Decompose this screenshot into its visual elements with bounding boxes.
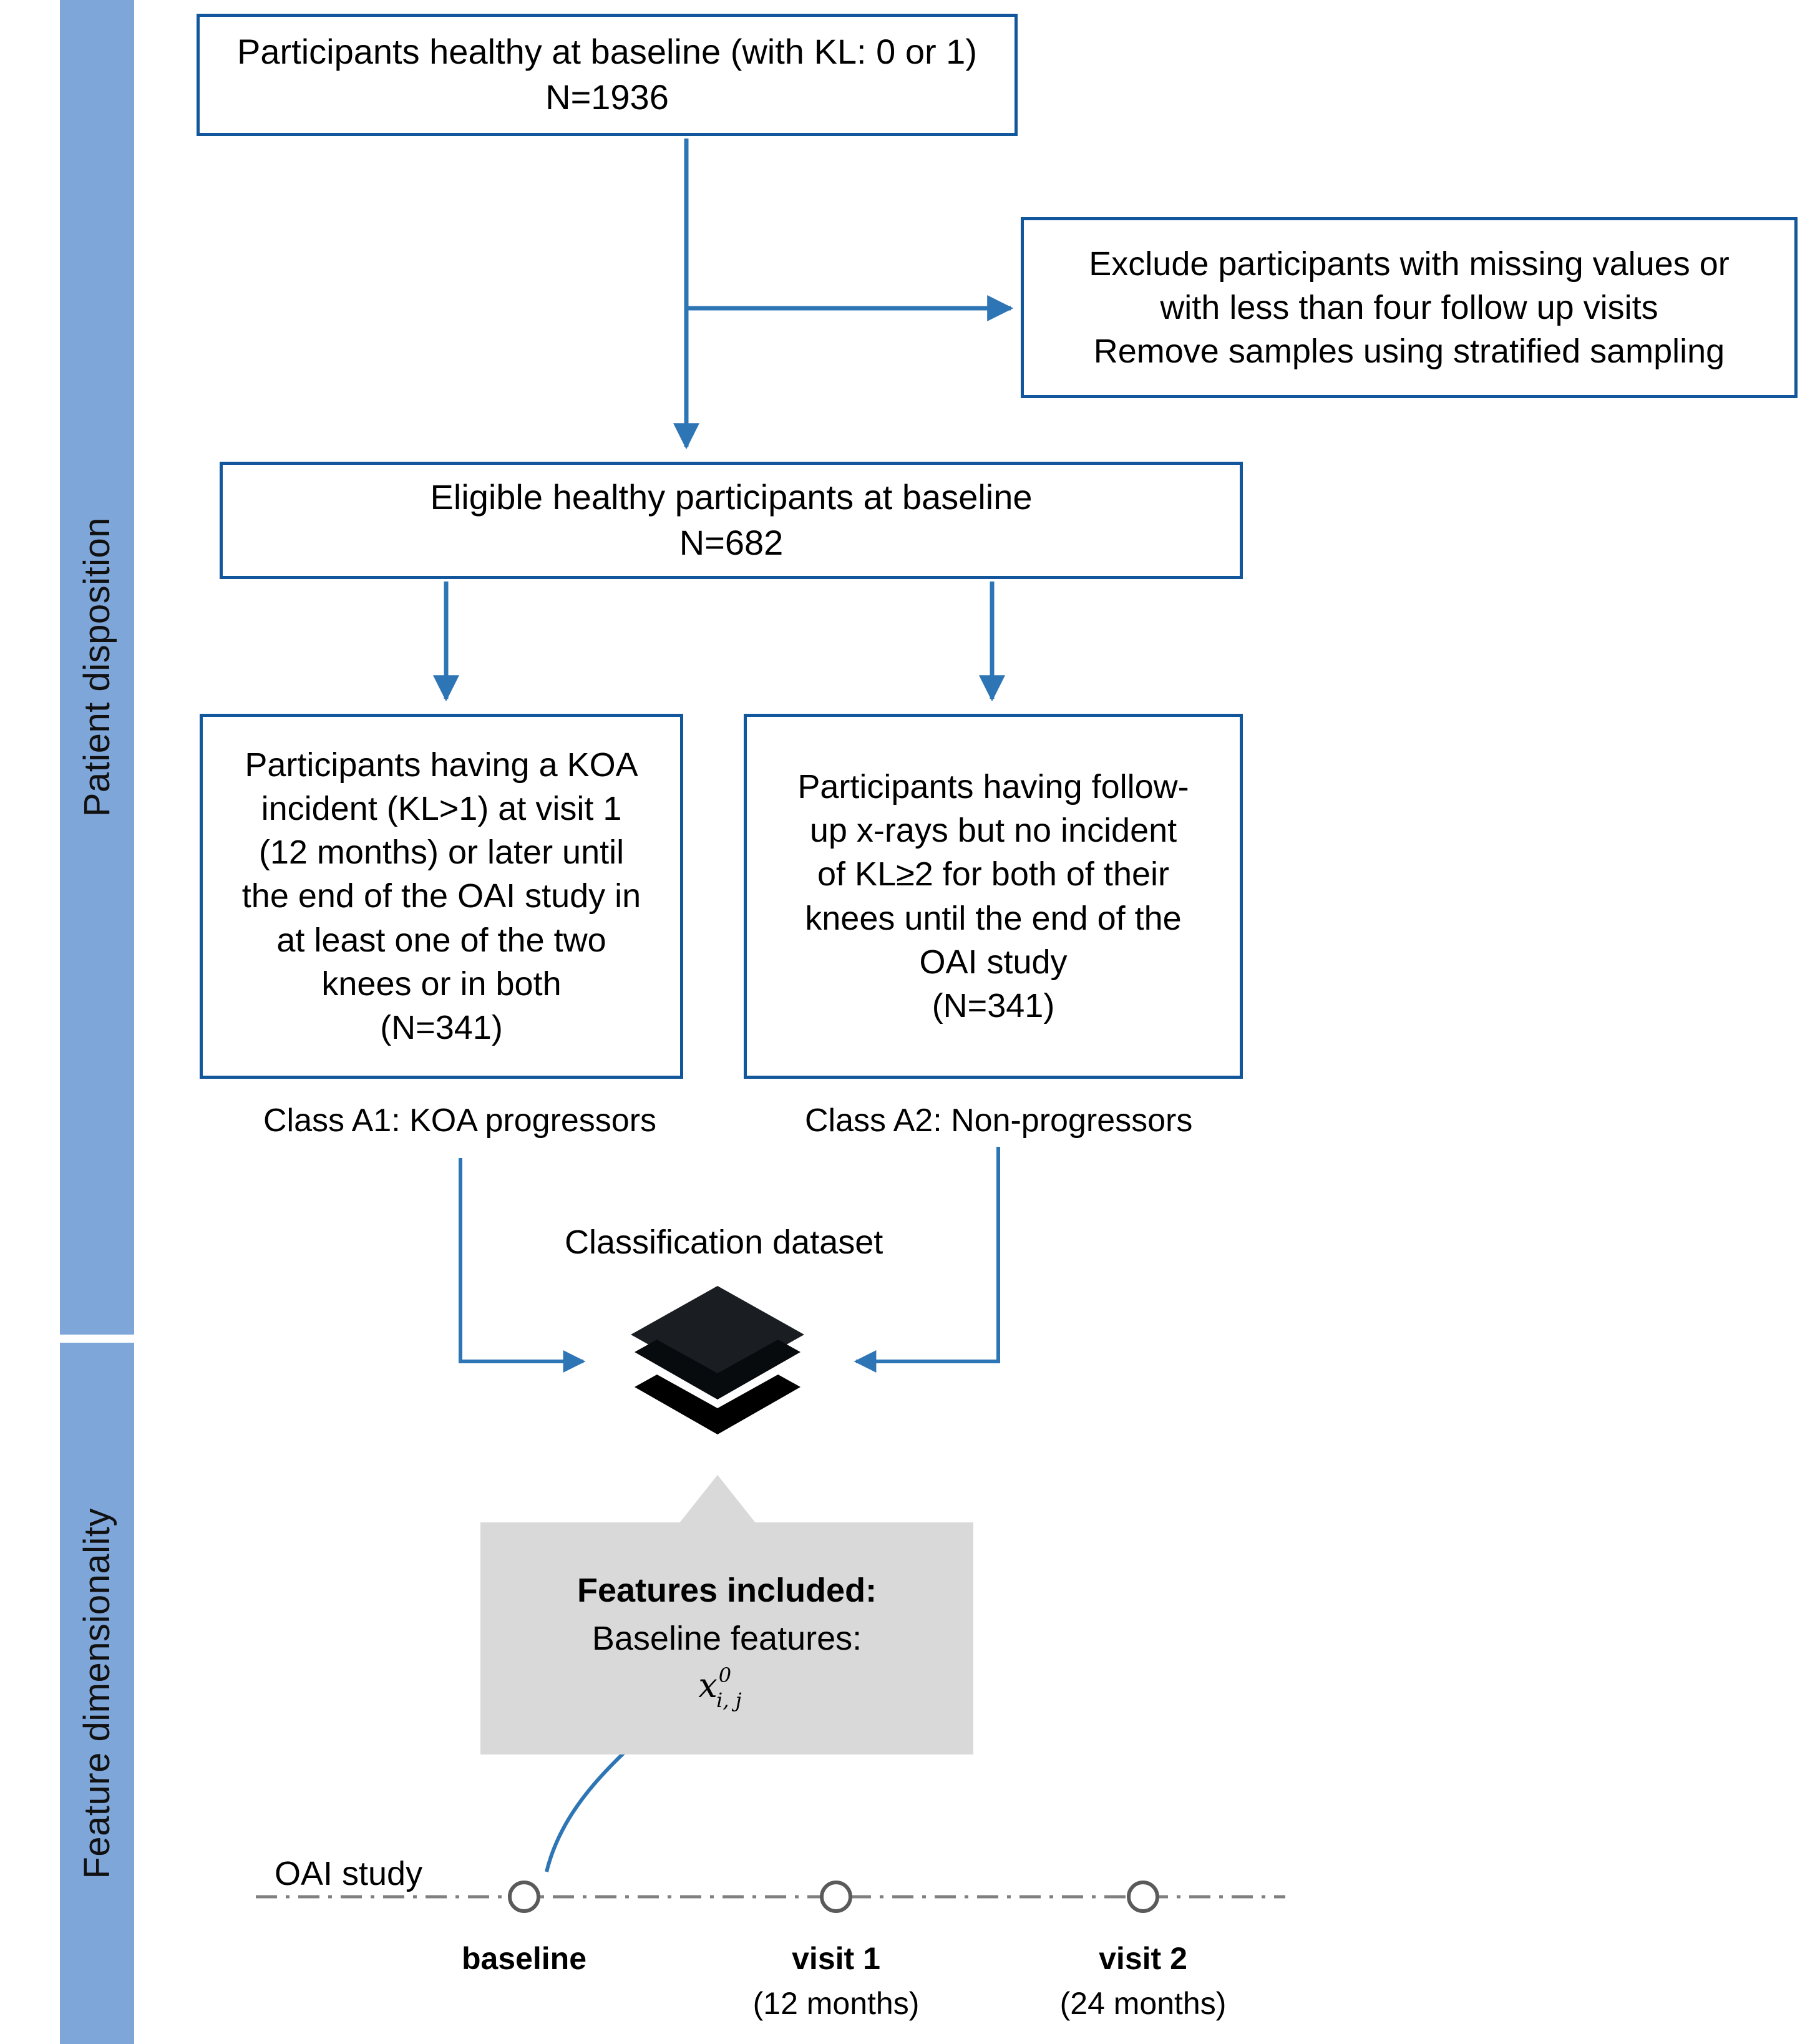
box-exclude-line-2: with less than four follow up visits bbox=[1160, 288, 1658, 326]
box-eligible-line-2: N=682 bbox=[679, 523, 784, 562]
section-bar-feature-dimensionality-label: Feature dimensionality bbox=[77, 1507, 117, 1879]
timeline-point-visit-1 bbox=[820, 1881, 852, 1913]
box-class-a1-koa-progressors: Participants having a KOA incident (KL>1… bbox=[200, 714, 683, 1079]
box-class-a2-line-3: of KL≥2 for both of their bbox=[817, 855, 1169, 893]
box-class-a1-line-5: at least one of the two bbox=[276, 921, 606, 959]
caption-class-a2: Class A2: Non-progressors bbox=[805, 1102, 1193, 1139]
formula-superscript: 0 bbox=[718, 1663, 732, 1688]
box-healthy-line-1: Participants healthy at baseline (with K… bbox=[237, 32, 977, 72]
features-callout-formula: x0i, j bbox=[698, 1662, 755, 1713]
box-class-a1-line-6: knees or in both bbox=[321, 965, 562, 1003]
box-exclude-line-3: Remove samples using stratified sampling bbox=[1093, 333, 1725, 371]
box-eligible-healthy-participants: Eligible healthy participants at baselin… bbox=[220, 462, 1243, 579]
box-exclude-line-1: Exclude participants with missing values… bbox=[1089, 245, 1730, 283]
box-class-a2-line-5: OAI study bbox=[919, 943, 1068, 981]
layers-stack-icon bbox=[631, 1286, 804, 1434]
features-callout-heading: Features included: bbox=[577, 1571, 877, 1609]
box-class-a1-line-1: Participants having a KOA bbox=[245, 746, 638, 784]
box-healthy-line-2: N=1936 bbox=[545, 77, 669, 117]
timeline-point-visit-2 bbox=[1127, 1881, 1159, 1913]
box-class-a2-line-4: knees until the end of the bbox=[805, 899, 1182, 937]
formula-base: x bbox=[698, 1666, 718, 1706]
timeline-sub-visit-1: (12 months) bbox=[752, 1986, 920, 2021]
features-included-callout: Features included: Baseline features: x0… bbox=[480, 1522, 973, 1754]
box-class-a2-non-progressors: Participants having follow- up x-rays bu… bbox=[744, 714, 1243, 1079]
timeline-title: OAI study bbox=[275, 1855, 423, 1892]
section-bar-patient-disposition: Patient disposition bbox=[60, 0, 134, 1335]
caption-class-a1: Class A1: KOA progressors bbox=[263, 1102, 657, 1139]
section-bar-patient-disposition-label: Patient disposition bbox=[77, 517, 117, 817]
timeline-label-visit-1: visit 1 bbox=[792, 1941, 880, 1976]
box-participants-healthy-at-baseline: Participants healthy at baseline (with K… bbox=[197, 14, 1018, 136]
box-class-a1-line-2: incident (KL>1) at visit 1 bbox=[261, 790, 622, 828]
features-callout-subheading: Baseline features: bbox=[591, 1619, 862, 1657]
section-bar-feature-dimensionality: Feature dimensionality bbox=[60, 1343, 134, 2044]
box-class-a2-line-2: up x-rays but no incident bbox=[809, 812, 1177, 850]
box-class-a1-line-3: (12 months) or later until bbox=[258, 834, 625, 872]
box-exclude-participants: Exclude participants with missing values… bbox=[1021, 217, 1798, 398]
box-class-a1-line-4: the end of the OAI study in bbox=[241, 877, 641, 915]
callout-pointer-triangle bbox=[679, 1475, 756, 1524]
timeline-label-visit-2: visit 2 bbox=[1099, 1941, 1187, 1976]
box-eligible-line-1: Eligible healthy participants at baselin… bbox=[430, 477, 1033, 517]
timeline-label-baseline: baseline bbox=[461, 1941, 587, 1976]
caption-classification-dataset: Classification dataset bbox=[565, 1224, 883, 1261]
formula-subscript: i, j bbox=[716, 1688, 742, 1713]
timeline-point-baseline bbox=[508, 1881, 540, 1913]
box-class-a2-line-1: Participants having follow- bbox=[797, 767, 1189, 805]
timeline-sub-visit-2: (24 months) bbox=[1059, 1986, 1227, 2021]
box-class-a2-line-6: (N=341) bbox=[932, 986, 1055, 1024]
box-class-a1-line-7: (N=341) bbox=[380, 1008, 503, 1046]
